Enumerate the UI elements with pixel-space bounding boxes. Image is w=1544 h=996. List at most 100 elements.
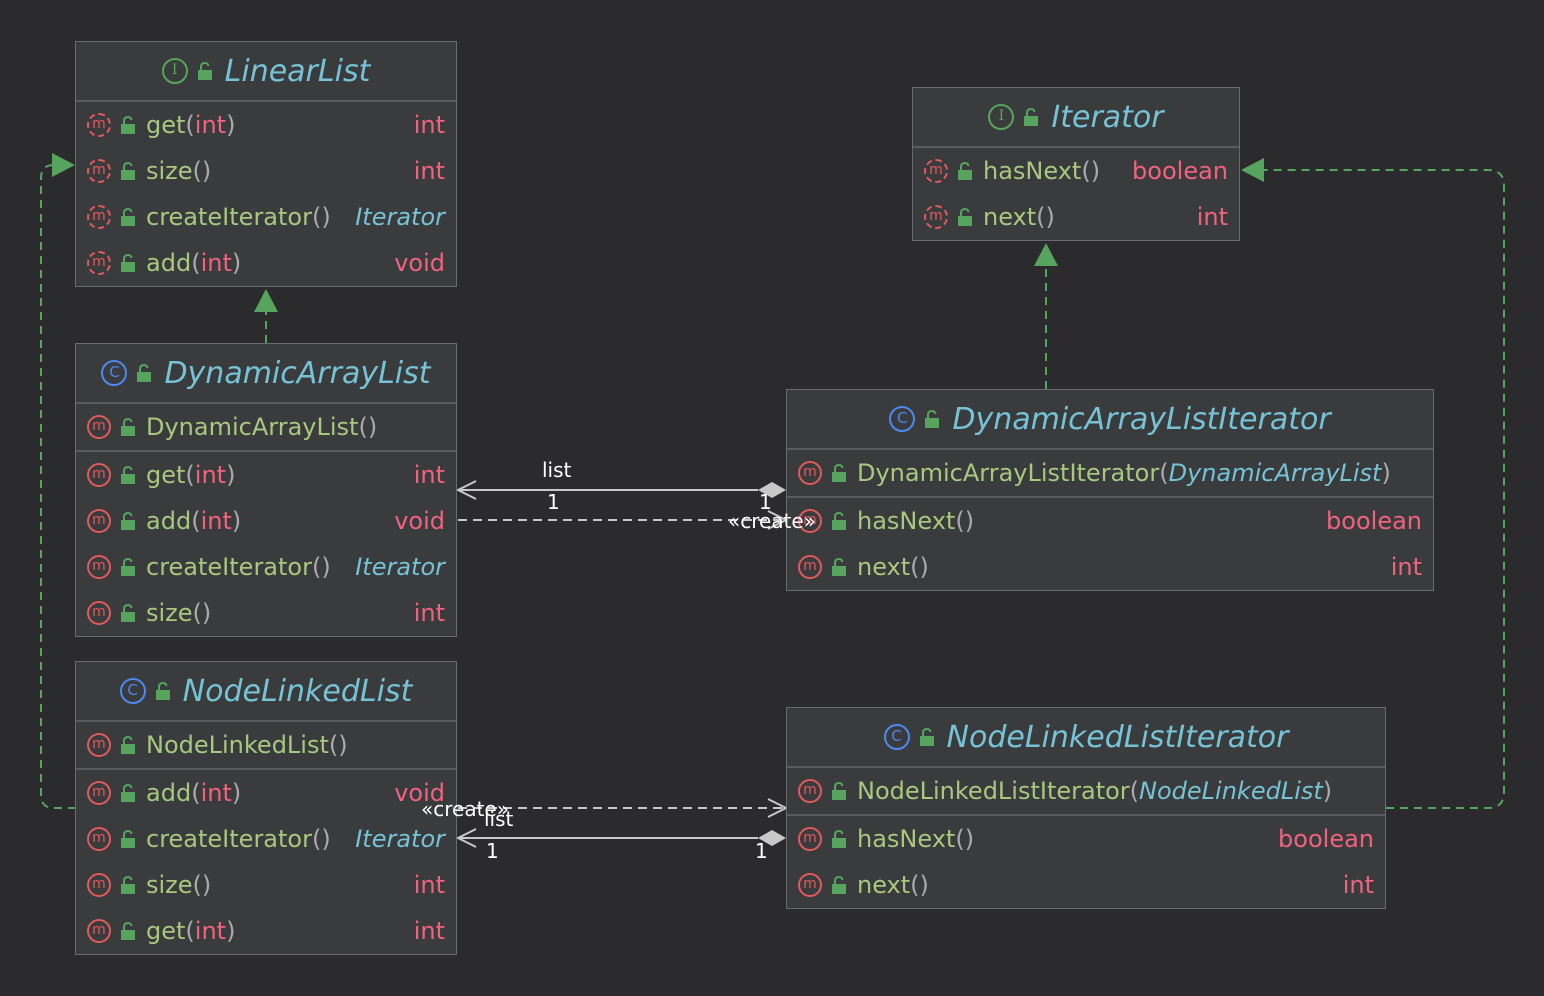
method-icon: m [798,509,822,533]
method-icon: m [798,461,822,485]
public-lock-icon [197,62,212,80]
open-paren: ( [358,413,368,441]
public-lock-icon [958,208,972,226]
close-paren: ) [231,779,242,807]
open-paren: ( [311,203,322,231]
method-icon: m [87,463,111,487]
public-lock-icon [121,254,135,272]
box-title: Iterator [1051,99,1164,135]
edge-label-nll-create: «create» [421,797,509,821]
box-title: NodeLinkedListIterator [946,719,1289,755]
open-paren: ( [191,779,201,807]
edge-dal-implements-linearlist-arrowhead [254,289,278,312]
return-type: int [1342,871,1374,899]
public-lock-icon [832,558,846,576]
method-param: int [194,917,227,945]
return-type: int [413,157,445,185]
method-icon: m [798,779,822,803]
public-lock-icon [121,208,135,226]
method-name: hasNext [983,157,1082,185]
edge-nll-implements-linearlist[interactable] [40,164,76,809]
open-paren: ( [955,507,965,535]
method-name: createIterator [146,203,312,231]
edge-label-nll-role: list [484,807,514,831]
return-type: Iterator [355,203,445,231]
open-paren: ( [328,731,339,759]
edge-label-dal-role: list [542,458,572,482]
abstract-method-icon: m [87,159,111,183]
return-type: Iterator [355,825,445,853]
method-name: size [146,599,193,627]
open-paren: ( [192,157,202,185]
method-param: int [194,461,227,489]
method-signature: next() [983,203,1055,231]
edge-dali-list-dal-diamond [758,482,786,498]
return-type: int [413,111,445,139]
method-param: NodeLinkedList [1139,777,1323,805]
method-name: add [146,507,192,535]
method-name: NodeLinkedListIterator [857,777,1130,805]
method-signature: createIterator() [146,203,331,231]
method-name: createIterator [146,553,312,581]
method-signature: size() [146,599,211,627]
return-type: boolean [1132,157,1228,185]
close-paren: ) [1381,459,1391,487]
method-name: DynamicArrayList [146,413,359,441]
method-signature: get(int) [146,461,235,489]
close-paren: ) [919,553,929,581]
edge-dali-implements-iterator-arrowhead [1034,243,1058,266]
method-icon: m [87,733,111,757]
method-name: next [983,203,1037,231]
method-param: DynamicArrayList [1168,459,1382,487]
edge-nlli-implements-iterator-arrowhead [1241,158,1264,182]
method-name: add [146,779,192,807]
method-name: get [146,111,186,139]
close-paren: ) [321,825,331,853]
method-row[interactable]: m get(int)int [76,452,456,498]
close-paren: ) [367,413,378,441]
method-icon: m [798,827,822,851]
method-name: add [146,249,192,277]
method-signature: size() [146,871,211,899]
method-signature: hasNext() [857,507,974,535]
close-paren: ) [201,157,212,185]
method-name: DynamicArrayListIterator [857,459,1160,487]
return-type: int [1196,203,1228,231]
method-icon: m [87,555,111,579]
method-param: int [200,249,232,277]
method-signature: add(int) [146,779,241,807]
